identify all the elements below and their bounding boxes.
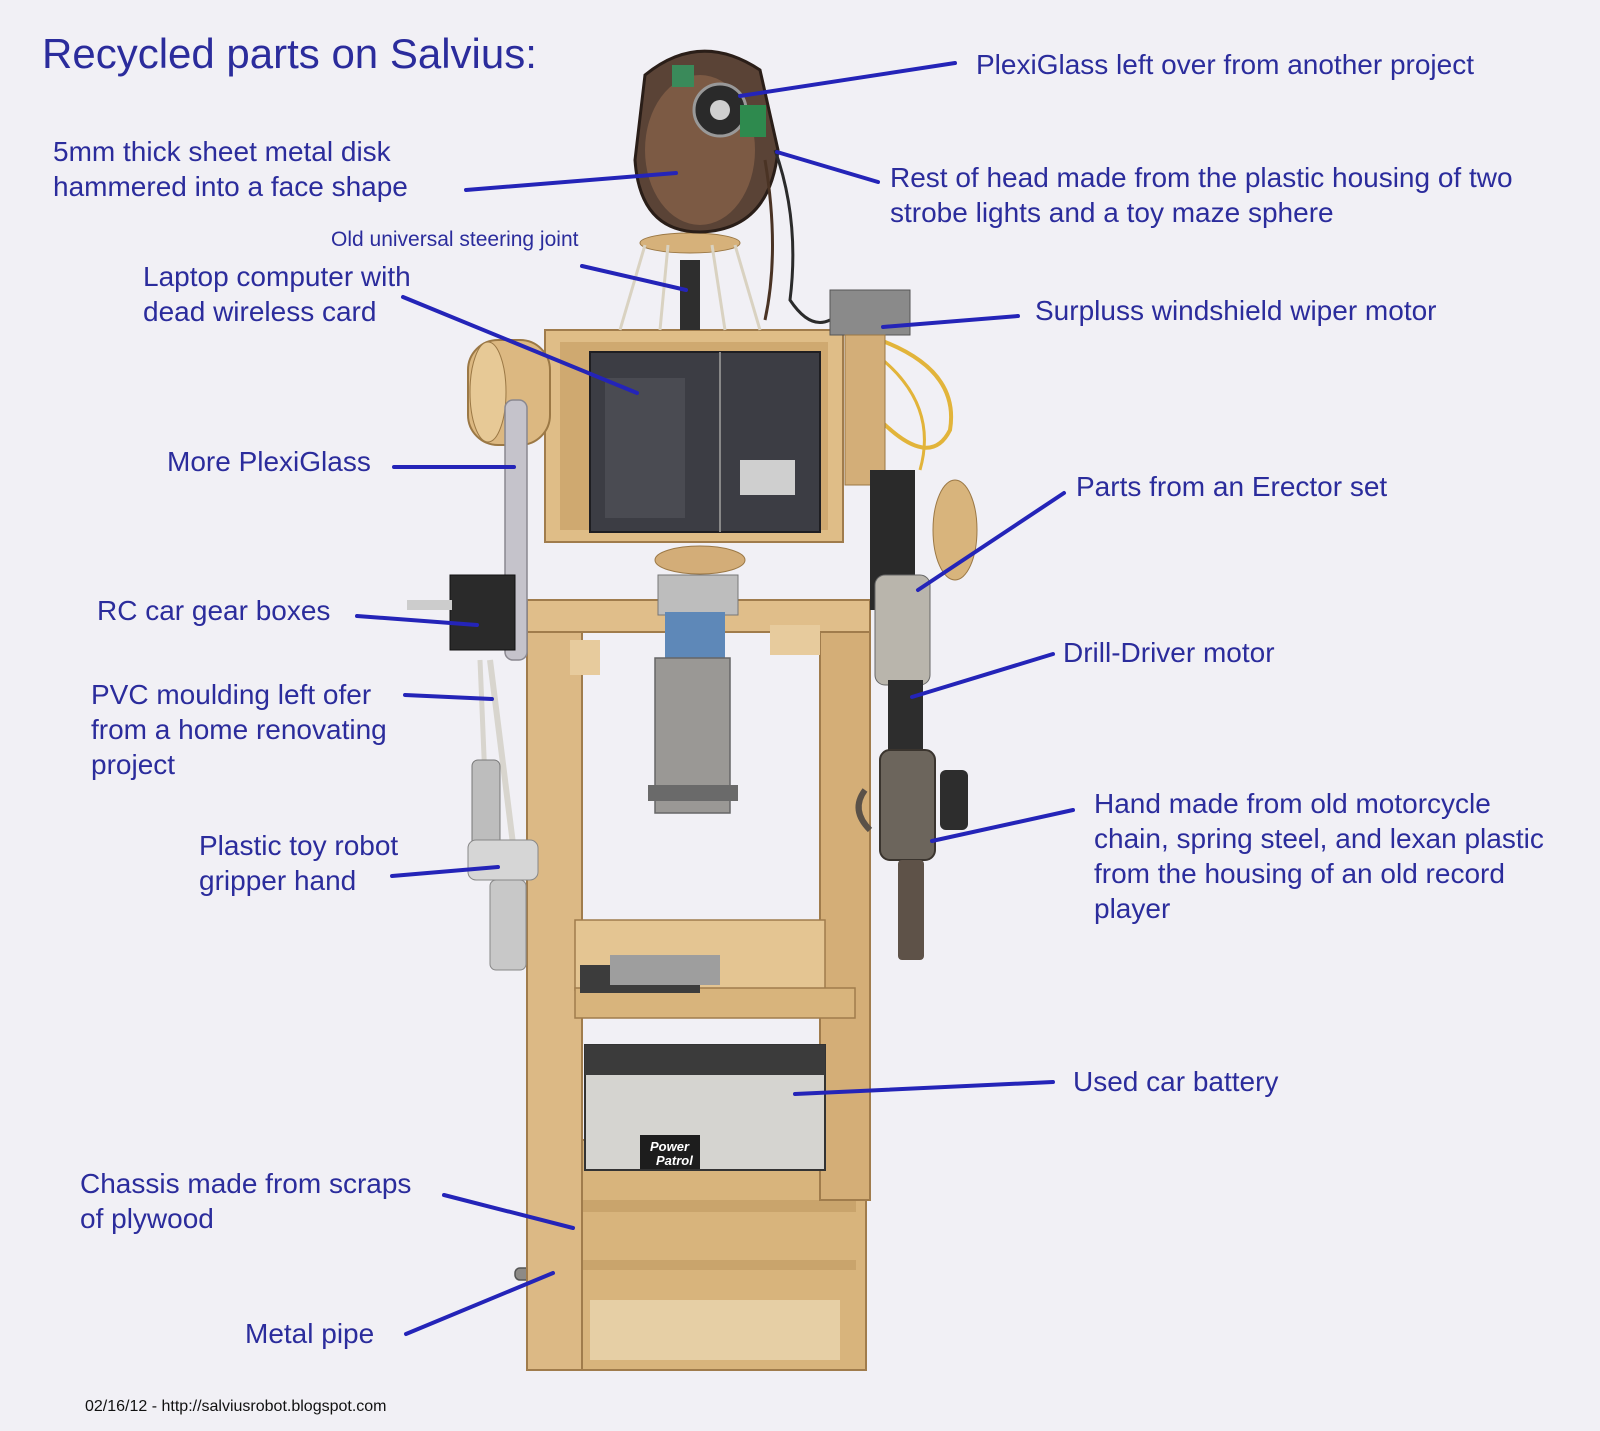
label-chassis: Chassis made from scraps of plywood bbox=[80, 1166, 411, 1236]
robot-head bbox=[633, 49, 780, 234]
label-plexiglass-top: PlexiGlass left over from another projec… bbox=[976, 47, 1474, 82]
label-wiper-motor: Surpluss windshield wiper motor bbox=[1035, 293, 1437, 328]
diagram-title: Recycled parts on Salvius: bbox=[42, 30, 537, 77]
steering-joint-part bbox=[680, 260, 700, 330]
label-line: Plastic toy robot bbox=[199, 830, 399, 861]
label-line: project bbox=[91, 749, 176, 780]
label-line: strobe lights and a toy maze sphere bbox=[890, 197, 1334, 228]
rc-gearbox-part bbox=[449, 574, 516, 651]
footer-credit: 02/16/12 - http://salviusrobot.blogspot.… bbox=[85, 1398, 387, 1415]
label-line: Laptop computer with bbox=[143, 261, 411, 292]
label-line: More PlexiGlass bbox=[167, 446, 371, 477]
leader-lines bbox=[355, 61, 1075, 1336]
leader-hand bbox=[930, 808, 1075, 843]
label-line: Metal pipe bbox=[245, 1318, 375, 1349]
label-line: player bbox=[1094, 893, 1171, 924]
leader-chassis bbox=[442, 1193, 575, 1230]
label-line: Old universal steering joint bbox=[331, 228, 579, 251]
leader-metal-pipe bbox=[404, 1271, 555, 1336]
robot-illustration: Power Patrol bbox=[407, 49, 978, 1371]
label-line: gripper hand bbox=[199, 865, 357, 896]
label-face-disk: 5mm thick sheet metal disk hammered into… bbox=[53, 134, 408, 204]
leader-wiper-motor bbox=[881, 314, 1020, 329]
label-car-battery: Used car battery bbox=[1073, 1064, 1278, 1099]
label-line: chain, spring steel, and lexan plastic bbox=[1094, 823, 1544, 854]
leader-steering-joint bbox=[580, 264, 688, 292]
label-line: Chassis made from scraps bbox=[80, 1168, 412, 1199]
label-line: Used car battery bbox=[1073, 1066, 1279, 1097]
label-line: dead wireless card bbox=[143, 296, 377, 327]
label-line: RC car gear boxes bbox=[97, 595, 331, 626]
label-drill-motor: Drill-Driver motor bbox=[1063, 635, 1275, 670]
label-line: from the housing of an old record bbox=[1094, 858, 1505, 889]
leader-face-disk bbox=[464, 171, 678, 192]
label-pvc-moulding: PVC moulding left ofer from a home renov… bbox=[91, 677, 387, 782]
leader-rest-of-head bbox=[775, 150, 880, 184]
battery-brand-1: Power bbox=[650, 1139, 690, 1154]
leader-gripper-hand bbox=[390, 865, 500, 878]
label-line: from a home renovating bbox=[91, 714, 387, 745]
leader-laptop bbox=[401, 295, 639, 395]
leader-erector-set bbox=[916, 491, 1066, 592]
leader-plexiglass-top bbox=[738, 61, 957, 98]
leader-car-battery bbox=[793, 1080, 1055, 1096]
leader-rc-gear bbox=[355, 614, 479, 627]
label-hand: Hand made from old motorcycle chain, spr… bbox=[1094, 786, 1544, 926]
leader-drill-motor bbox=[910, 652, 1055, 699]
leader-pvc-moulding bbox=[403, 693, 494, 701]
label-laptop: Laptop computer with dead wireless card bbox=[143, 259, 411, 329]
label-line: PlexiGlass left over from another projec… bbox=[976, 49, 1474, 80]
label-line: Hand made from old motorcycle bbox=[1094, 788, 1491, 819]
drill-motor-part bbox=[874, 574, 931, 686]
label-rest-of-head: Rest of head made from the plastic housi… bbox=[890, 160, 1513, 230]
label-gripper-hand: Plastic toy robot gripper hand bbox=[199, 828, 398, 898]
label-line: Surpluss windshield wiper motor bbox=[1035, 295, 1437, 326]
label-rc-gear: RC car gear boxes bbox=[97, 593, 330, 628]
label-more-plexiglass: More PlexiGlass bbox=[167, 444, 371, 479]
wiper-motor-part bbox=[829, 289, 911, 336]
label-line: PVC moulding left ofer bbox=[91, 679, 372, 710]
label-steering-joint: Old universal steering joint bbox=[331, 227, 578, 253]
label-line: of plywood bbox=[80, 1203, 214, 1234]
chain-hand-part bbox=[855, 749, 968, 960]
label-line: 5mm thick sheet metal disk bbox=[53, 136, 391, 167]
label-line: Rest of head made from the plastic housi… bbox=[890, 162, 1513, 193]
battery-brand-2: Patrol bbox=[656, 1153, 693, 1168]
label-line: Drill-Driver motor bbox=[1063, 637, 1275, 668]
label-metal-pipe: Metal pipe bbox=[245, 1316, 374, 1351]
label-line: hammered into a face shape bbox=[53, 171, 408, 202]
label-line: Parts from an Erector set bbox=[1076, 471, 1388, 502]
label-erector-set: Parts from an Erector set bbox=[1076, 469, 1387, 504]
